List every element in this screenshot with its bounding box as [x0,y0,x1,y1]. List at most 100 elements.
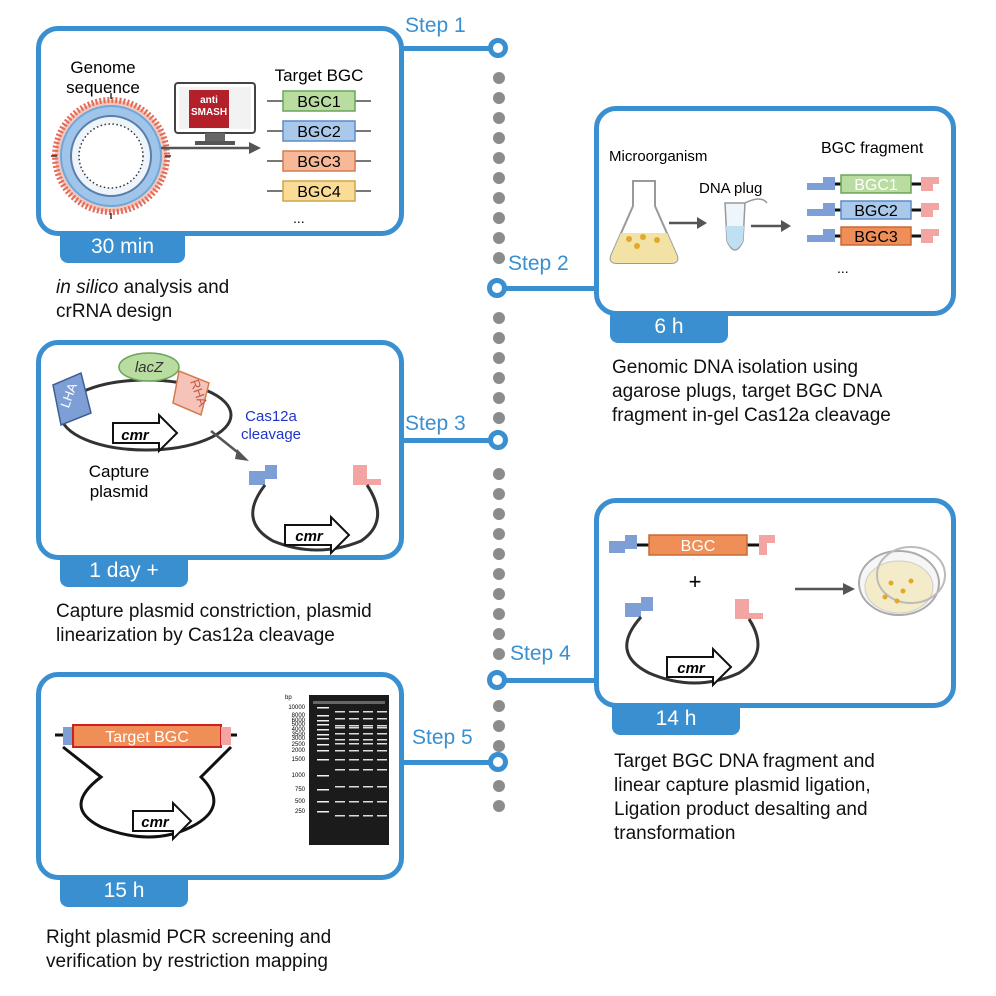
step2-diagram: Microorganism DNA plug BGC fragment BGC1 [609,140,939,276]
bgc1-label: BGC1 [297,94,341,111]
dna-plug-label: DNA plug [699,180,762,197]
timeline-dot [493,508,505,520]
sample-band [377,769,387,771]
arrow-head-icon [781,220,791,232]
arrow-icon [210,430,242,456]
bgc-fragment-icon [609,534,775,556]
step2-caption-line: Genomic DNA isolation using [612,357,859,378]
step4-caption-line: Ligation product desalting and [614,799,868,820]
timeline-dot [493,800,505,812]
timeline-dot [493,392,505,404]
ladder-band [317,734,329,736]
step1-caption-line1: analysis and [118,277,230,298]
timeline-dot [493,172,505,184]
linear-plasmid-icon [625,597,763,688]
step2-caption-line: fragment in-gel Cas12a cleavage [612,405,891,426]
sample-band [363,711,373,713]
ladder-value-label: 6000 [292,718,306,724]
sample-band [335,725,345,727]
arrow-head-icon [249,142,261,154]
arrow-head-icon [235,449,249,461]
bgc-row: BGC1 [267,90,371,112]
bgc-row: BGC4 [267,180,371,202]
sample-band [377,815,387,817]
bgc4-label: BGC4 [297,184,341,201]
timeline-dot [493,608,505,620]
ladder-unit-label: bp [285,695,292,701]
step4-diagram: BGC + cmr [609,534,946,688]
capture-label-line2: plasmid [90,482,149,501]
ladder-band [317,715,329,717]
timeline-dot [493,232,505,244]
step3-caption: Capture plasmid constriction, plasmid li… [56,600,372,648]
bgc-ellipsis: ... [293,210,305,226]
sample-band [335,718,345,720]
ladder-value-label: 8000 [292,713,306,719]
bgc-row: BGC2 [267,120,371,142]
fragment-bgc3-label: BGC3 [854,229,898,246]
sample-band [335,801,345,803]
ladder-value-label: 3000 [292,736,306,742]
sample-band [377,727,387,729]
timeline-dot [493,312,505,324]
sample-band [349,786,359,788]
timeline-dot [493,780,505,792]
step1-label: Step 1 [405,14,466,37]
cmr-label: cmr [141,814,170,831]
ladder-value-label: 3500 [292,732,306,738]
step4-caption-line: linear capture plasmid ligation, [614,775,871,796]
ladder-band [317,801,329,803]
step3-time-badge: 1 day + [60,555,188,587]
ladder-value-label: 5000 [292,722,306,728]
step4-caption: Target BGC DNA fragment and linear captu… [614,750,875,846]
ladder-value-label: 10000 [288,705,305,711]
ladder-band [317,811,329,813]
tube-icon [724,198,768,251]
ladder-band [317,724,329,726]
step4-time-badge: 14 h [612,703,740,735]
sample-band [363,718,373,720]
ladder-band [317,729,329,731]
step2-time-badge: 6 h [610,311,728,343]
sample-band [363,725,373,727]
sample-band [335,750,345,752]
timeline-dot [493,332,505,344]
timeline-dot [493,628,505,640]
bgc-row: BGC3 [267,150,371,172]
sample-band [349,743,359,745]
timeline-dot [493,412,505,424]
sample-band [349,750,359,752]
ladder-value-label: 500 [295,799,306,805]
sample-band [377,801,387,803]
timeline-dot [493,468,505,480]
step2-caption: Genomic DNA isolation using agarose plug… [612,356,891,428]
timeline-dot [493,528,505,540]
timeline-dot [493,588,505,600]
ladder-band [317,750,329,752]
ladder-value-label: 750 [295,787,306,793]
step3-panel: LHA lacZ RHA cmr Capture plasmid Cas12a … [36,340,404,560]
sample-band [377,711,387,713]
sample-band [349,718,359,720]
step4-connector [505,678,600,683]
sample-band [349,739,359,741]
sample-band [377,725,387,727]
sample-band [363,815,373,817]
sample-band [377,733,387,735]
timeline-dot [493,648,505,660]
linear-plasmid-icon [249,465,381,555]
lacz-label: lacZ [135,359,164,376]
target-bgc-label: Target BGC [105,729,189,746]
cmr-label: cmr [295,528,324,545]
sample-band [363,786,373,788]
bgc2-label: BGC2 [297,124,341,141]
step5-node [488,752,508,772]
sample-band [349,733,359,735]
sample-band [377,750,387,752]
sample-band [363,733,373,735]
sample-band [349,815,359,817]
timeline-dot [493,488,505,500]
monitor-icon [174,82,256,145]
sample-band [335,727,345,729]
